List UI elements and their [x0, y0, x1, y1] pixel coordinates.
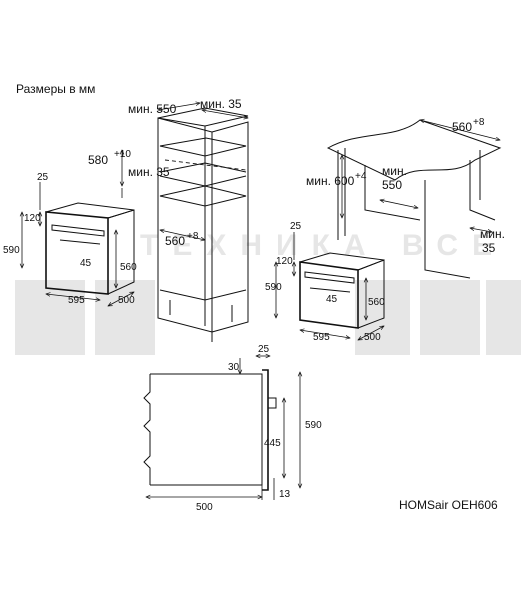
oven-right-side	[357, 259, 385, 329]
label-560-sup: +8	[187, 231, 199, 242]
under-min-35-a: мин.	[480, 227, 505, 241]
side-445: 445	[264, 438, 281, 449]
side-30: 30	[228, 362, 240, 373]
oven-right-handle	[309, 287, 351, 293]
oven-right-595: 595	[313, 332, 330, 343]
watermark-block-4	[420, 280, 480, 355]
shelf-2	[159, 162, 247, 173]
dim-r595-line	[300, 330, 350, 338]
oven-right-panel	[304, 271, 355, 284]
label-min-35-top: мин. 35	[200, 97, 242, 111]
side-13: 13	[279, 489, 291, 500]
cabinet-side	[211, 121, 249, 333]
under-560-sup: +8	[473, 117, 485, 128]
oven-right-45: 45	[326, 294, 338, 305]
dim-550-line	[158, 103, 200, 110]
side-25: 25	[258, 344, 270, 355]
dim-560-line	[160, 230, 205, 240]
dimensions-title: Размеры в мм	[16, 82, 95, 96]
side-500: 500	[196, 502, 213, 513]
label-560: 560	[165, 234, 185, 248]
side-front-door	[262, 369, 269, 491]
under-min-600: мин. 600	[306, 174, 355, 188]
cabinet-left-wall	[337, 148, 346, 240]
oven-left-500: 500	[118, 295, 135, 306]
dim-35-under-line	[470, 228, 492, 232]
oven-left-side	[107, 209, 135, 295]
under-min-550-a: мин.	[382, 164, 407, 178]
countertop	[326, 119, 502, 181]
under-560: 560	[452, 120, 472, 134]
label-580-sup: +10	[114, 149, 131, 160]
dim-r500-line	[358, 326, 384, 340]
label-min-35-mid: мин. 35	[128, 165, 170, 179]
dim-500-line	[108, 292, 134, 306]
oven-left-45: 45	[80, 258, 92, 269]
oven-right-590: 590	[265, 282, 282, 293]
model-name: HOMSair OEH606	[399, 498, 498, 512]
oven-right-25: 25	[290, 221, 302, 232]
side-590: 590	[305, 420, 322, 431]
cabinet-right-wall	[469, 160, 496, 221]
oven-left-595: 595	[68, 295, 85, 306]
cabinet-recess	[364, 165, 421, 221]
oven-left-25: 25	[37, 172, 49, 183]
watermark-block-3	[355, 280, 410, 355]
under-min-600-sup: +4	[355, 171, 367, 182]
oven-left	[22, 182, 134, 306]
oven-right-560: 560	[368, 297, 385, 308]
under-min-550-b: 550	[382, 178, 402, 192]
side-handle	[267, 397, 277, 409]
niche-top	[159, 185, 247, 207]
side-body	[150, 373, 263, 486]
dim-595-line	[46, 294, 100, 300]
oven-right-500: 500	[364, 332, 381, 343]
oven-left-handle	[59, 239, 101, 245]
oven-right-120: 120	[276, 256, 293, 267]
upper-shelf	[159, 137, 247, 157]
under-min-35-b: 35	[482, 241, 496, 255]
dim-35-line	[202, 110, 248, 118]
label-min-550: мин. 550	[128, 102, 177, 116]
watermark-block-5	[486, 280, 521, 355]
oven-left-panel	[51, 224, 105, 237]
shelf-2b	[159, 175, 247, 187]
niche-bottom	[159, 289, 247, 301]
cabinet-inner	[424, 180, 471, 279]
dim-550-under-line	[380, 200, 418, 208]
side-view	[143, 356, 300, 500]
oven-right	[276, 232, 384, 340]
label-580: 580	[88, 153, 108, 167]
plinth-lines	[169, 300, 233, 322]
oven-left-560: 560	[120, 262, 137, 273]
oven-left-590: 590	[3, 245, 20, 256]
side-back-break	[143, 374, 151, 485]
watermark-block-2	[95, 280, 155, 355]
tall-cabinet	[122, 103, 248, 342]
under-counter-cabinet	[326, 119, 502, 279]
dim-560-under-line	[420, 120, 500, 140]
oven-left-120: 120	[24, 213, 41, 224]
